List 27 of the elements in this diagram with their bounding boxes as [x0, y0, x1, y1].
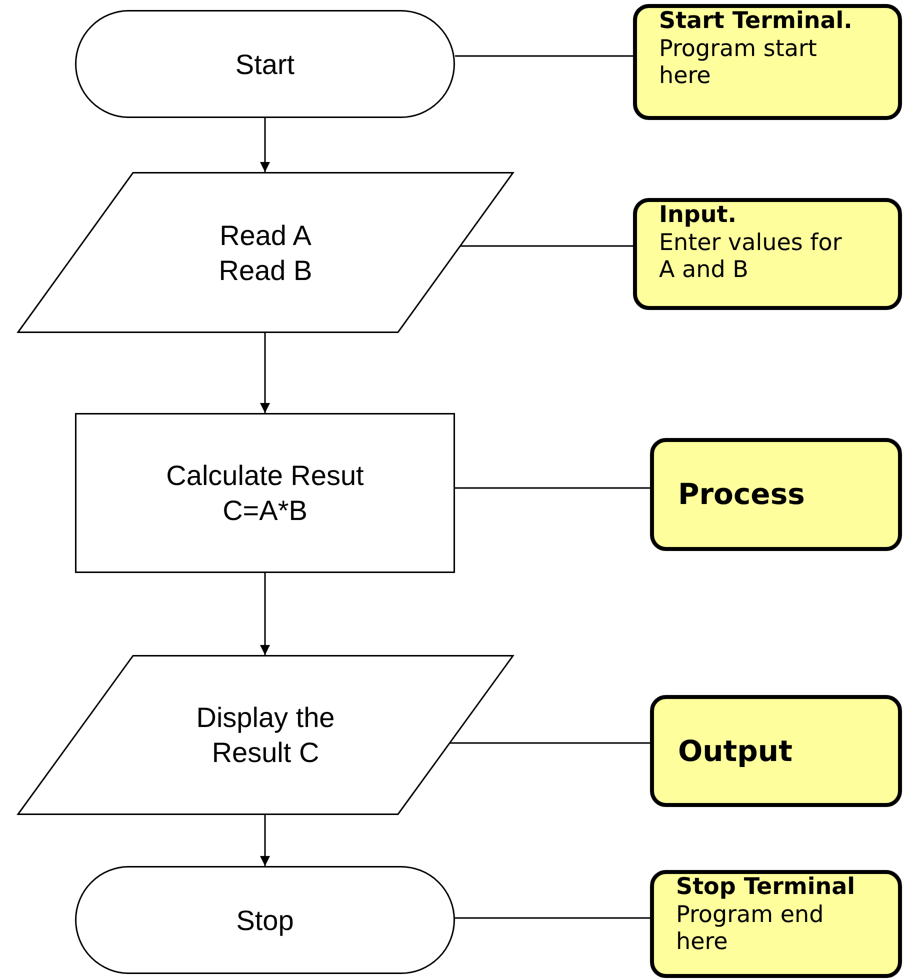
arrow — [260, 333, 270, 413]
arrow — [260, 118, 270, 172]
callout-heading: Start Terminal. — [659, 8, 852, 36]
step-label: Display the Result C — [195, 701, 336, 770]
callout-text: Enter values for A and B — [659, 230, 843, 285]
step-label: Calculate Resut C=A*B — [165, 459, 365, 528]
leader-line — [455, 487, 650, 489]
leader-line — [450, 742, 650, 744]
leader-line — [455, 55, 633, 57]
callout-heading: Input. — [659, 202, 737, 230]
step-label: Start — [235, 48, 295, 82]
step-label: Read A Read B — [218, 218, 314, 288]
callout-text: Program start here — [659, 36, 818, 91]
callout-box — [650, 870, 902, 978]
callout-box — [633, 4, 902, 120]
arrow — [260, 815, 270, 866]
callout-text: Program end here — [676, 902, 825, 957]
callout-heading: Stop Terminal — [676, 874, 856, 902]
callout-box — [633, 198, 902, 310]
leader-line — [460, 245, 633, 247]
step-label: Stop — [236, 904, 294, 938]
leader-line — [455, 917, 650, 919]
callout-box — [650, 695, 902, 807]
callout-heading: Output — [678, 734, 792, 768]
callout-box — [650, 438, 902, 551]
callout-heading: Process — [678, 477, 805, 512]
arrow — [260, 573, 270, 655]
